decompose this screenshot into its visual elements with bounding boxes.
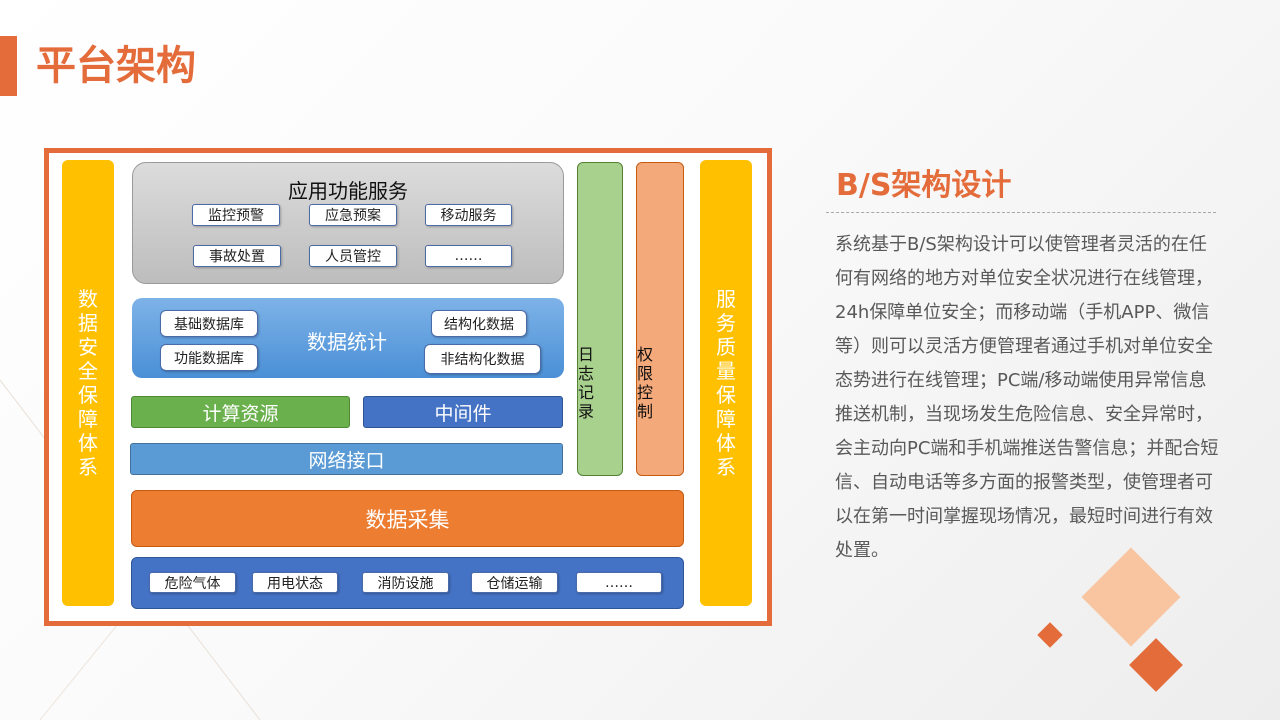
data-item: 结构化数据 bbox=[431, 310, 527, 337]
app-item: 人员管控 bbox=[309, 245, 397, 267]
source-item: 消防设施 bbox=[362, 572, 449, 593]
network-interface-block: 网络接口 bbox=[130, 443, 563, 475]
app-item: 移动服务 bbox=[425, 204, 512, 226]
log-record-block: 日志记录 bbox=[577, 162, 623, 476]
service-quality-band: 服务质量保障体系 bbox=[700, 160, 752, 606]
data-item: 基础数据库 bbox=[160, 310, 258, 337]
source-item: 危险气体 bbox=[149, 572, 236, 593]
side-divider bbox=[826, 212, 1216, 213]
decor-diamond-small bbox=[1037, 622, 1063, 648]
data-security-band: 数据安全保障体系 bbox=[62, 160, 114, 606]
data-item: 功能数据库 bbox=[160, 344, 258, 371]
app-item: 监控预警 bbox=[192, 204, 280, 226]
app-item: 事故处置 bbox=[193, 245, 281, 267]
source-item: …… bbox=[576, 572, 662, 593]
middleware-block: 中间件 bbox=[363, 396, 563, 428]
data-item: 非结构化数据 bbox=[424, 344, 541, 374]
decor-diamond-medium bbox=[1129, 638, 1183, 692]
permission-control-block: 权限控制 bbox=[636, 162, 684, 476]
page-title: 平台架构 bbox=[36, 43, 196, 89]
app-item: …… bbox=[425, 245, 512, 267]
side-description: 系统基于B/S架构设计可以使管理者灵活的在任何有网络的地方对单位安全状况进行在线… bbox=[835, 234, 1219, 561]
compute-resources-block: 计算资源 bbox=[131, 396, 350, 428]
app-layer-title: 应用功能服务 bbox=[288, 179, 408, 203]
source-item: 仓储运输 bbox=[471, 572, 558, 593]
data-statistics-title: 数据统计 bbox=[307, 330, 387, 354]
side-title: B/S架构设计 bbox=[836, 168, 1012, 203]
title-accent-bar bbox=[0, 36, 17, 96]
source-item: 用电状态 bbox=[252, 572, 338, 593]
data-collection-block: 数据采集 bbox=[131, 490, 684, 547]
app-item: 应急预案 bbox=[309, 204, 397, 226]
